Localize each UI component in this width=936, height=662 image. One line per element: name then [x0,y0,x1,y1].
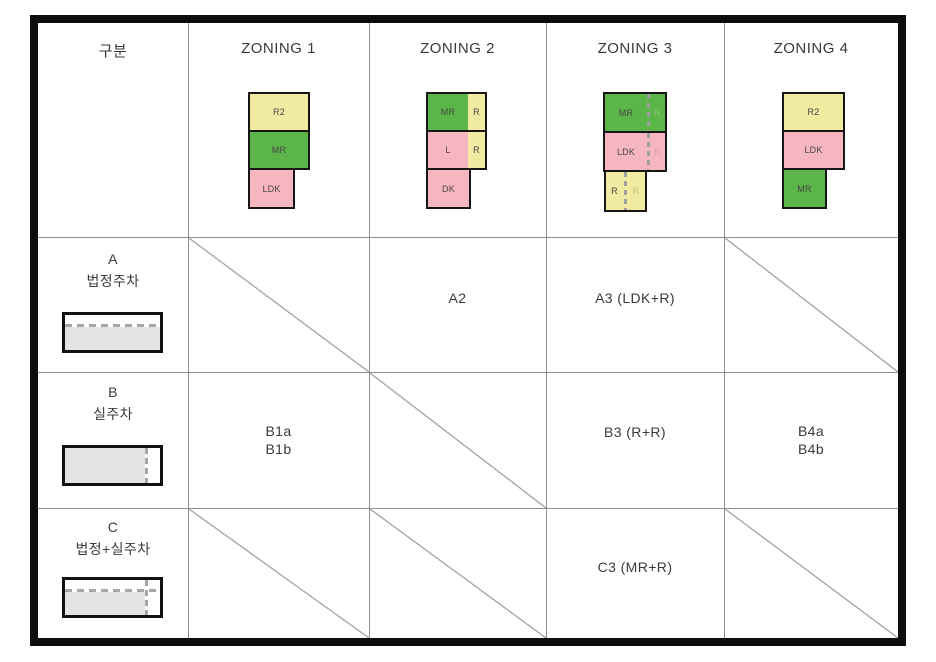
parking-dash-horizontal [65,324,160,327]
cell-a-zoning4-diagonal [725,238,898,372]
zoning2-block-l-r: L R [426,130,487,170]
room-label: MR [440,107,456,117]
room-r: R [468,94,485,130]
room-label: MR [271,145,287,155]
cell-c-zoning1-diagonal [189,509,369,638]
grid-hline-3 [38,508,898,509]
zoning1-block-r2: R2 [248,92,310,132]
cell-a-zoning1-diagonal [189,238,369,372]
cell-b4a-label: B4a [797,423,825,439]
cell-b-zoning4: B4a B4b [724,422,898,458]
cell-b1b-label: B1b [265,441,292,457]
corner-header: 구분 [98,43,128,60]
parking-fill [65,448,145,483]
row-a-label: 법정주차 [86,273,140,289]
room-mr: MR [428,94,468,130]
room-label: MR [797,183,812,194]
parking-diagram-legal [62,312,163,353]
merge-dash-line [647,133,650,170]
parking-fill [65,592,145,615]
parking-dash-vertical [145,448,148,483]
row-b-header: B 실주차 [38,381,188,425]
row-c-label: 법정+실주차 [75,541,151,557]
room-l: L [428,132,468,168]
cell-c-zoning4-diagonal [725,509,898,638]
grid-hline-1 [38,237,898,238]
row-c-letter: C [107,519,119,535]
zoning1-block-mr: MR [248,130,310,170]
column-header-zoning-2: ZONING 2 [420,40,495,57]
cell-b-zoning3: B3 (R+R) [604,424,666,440]
room-label: R2 [273,107,285,117]
row-c-header: C 법정+실주차 [38,516,188,560]
grid-vline-3 [546,23,547,638]
room-label: LDK [804,145,823,155]
room-label: L [445,145,451,155]
cell-b4b-label: B4b [797,441,825,457]
ghost-room-label: R [654,146,661,157]
zoning3-block-r-r: R R [604,170,647,212]
cell-c-zoning3: C3 (MR+R) [597,559,673,575]
parking-dash-horizontal [65,589,160,592]
merge-dash-line [647,94,650,131]
column-header-zoning-3: ZONING 3 [597,40,673,57]
grid-vline-4 [724,23,725,638]
row-b-label: 실주차 [93,406,133,422]
zoning2-block-mr-r: MR R [426,92,487,132]
zoning4-block-mr: MR [782,168,827,209]
zoning4-block-ldk: LDK [782,130,845,170]
zoning2-block-dk: DK [426,168,471,209]
room-label: LDK [262,183,281,194]
room-label: DK [442,183,455,194]
grid-hline-2 [38,372,898,373]
grid-vline-2 [369,23,370,638]
room-label: R2 [807,107,820,117]
zoning3-block-mr: MR R [603,92,667,133]
room-label: R [473,107,480,117]
table-frame [30,15,906,646]
column-header-zoning-1: ZONING 1 [241,40,316,57]
room-label: R [611,186,618,196]
cell-a-zoning2: A2 [448,290,467,306]
zoning1-block-ldk: LDK [248,168,295,209]
grid-vline-1 [188,23,189,638]
room-r: R [468,132,485,168]
parking-diagram-legal-plus-actual [62,577,163,618]
cell-b-zoning2-diagonal [370,373,546,508]
room-label: R [473,145,480,155]
zoning4-block-r2: R2 [782,92,845,132]
room-label: MR [618,107,634,118]
row-a-letter: A [108,251,118,267]
column-header-zoning-4: ZONING 4 [773,40,849,57]
ghost-room-label: R [654,107,661,118]
room-label: LDK [616,146,636,157]
parking-diagram-actual [62,445,163,486]
cell-a-zoning3: A3 (LDK+R) [595,290,675,306]
cell-c-zoning2-diagonal [370,509,546,638]
row-a-header: A 법정주차 [38,248,188,292]
parking-dash-vertical [145,580,148,615]
row-b-letter: B [108,384,118,400]
parking-fill [65,327,160,350]
zoning3-block-ldk: LDK R [603,131,667,172]
merge-dash-line [624,172,627,210]
ghost-room-label: R [632,186,640,196]
cell-b-zoning1: B1a B1b [188,422,369,458]
cell-b1a-label: B1a [265,423,292,439]
